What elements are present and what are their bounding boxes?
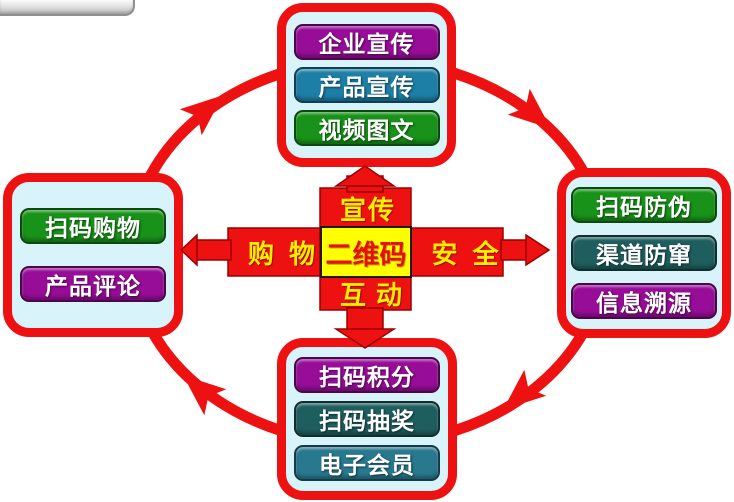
feature-pill: 产品评论: [20, 266, 166, 302]
feature-pill: 电子会员: [294, 445, 440, 481]
feature-pill: 扫码购物: [20, 208, 166, 244]
cross-label-interaction: 互动: [339, 280, 412, 310]
feature-pill: 产品宣传: [293, 67, 440, 103]
cross-label-shopping: 购物: [247, 238, 330, 269]
flow-arrowhead-bottom-left: [183, 375, 227, 416]
cross-arm-left-shaft: [192, 239, 232, 261]
node-box-promotion: 企业宣传 产品宣传 视频图文: [277, 3, 456, 167]
feature-pill: 扫码抽奖: [294, 401, 440, 437]
cross-arrowhead-down: [333, 328, 397, 349]
cross-arrowhead-left: [179, 233, 198, 267]
feature-pill: 企业宣传: [293, 24, 440, 60]
feature-pill: 视频图文: [293, 110, 440, 146]
feature-pill: 信息溯源: [571, 283, 717, 319]
node-box-interaction: 扫码积分 扫码抽奖 电子会员: [277, 338, 457, 500]
node-box-security: 扫码防伪 渠道防窜 信息溯源: [557, 168, 731, 338]
feature-pill: 扫码防伪: [571, 187, 717, 223]
toolbar-fragment: [0, 0, 135, 16]
cross-arrowhead-right: [525, 233, 551, 267]
flow-arrowhead-top-left: [179, 95, 223, 136]
feature-pill: 渠道防窜: [571, 235, 717, 271]
cross-label-promotion: 宣传: [339, 194, 396, 225]
qr-core-box: 二维码: [320, 226, 412, 278]
flow-arrowhead-top-right: [507, 88, 551, 129]
node-box-shopping: 扫码购物 产品评论: [3, 173, 183, 337]
flow-arrowhead-bottom-right: [503, 369, 547, 410]
feature-pill: 扫码积分: [294, 357, 440, 393]
cross-arrowhead-up: [333, 165, 397, 187]
cross-label-security: 安全: [431, 238, 514, 269]
